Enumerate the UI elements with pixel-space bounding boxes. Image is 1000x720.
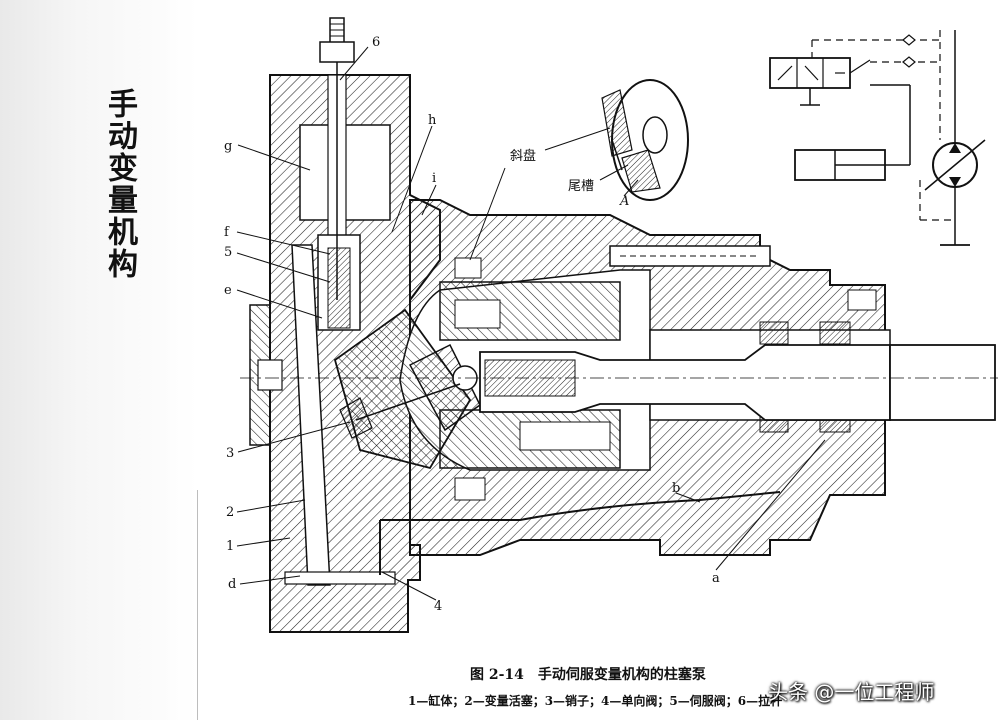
label-check-4: 4	[434, 599, 442, 614]
figure-caption: 图 2-14 手动伺服变量机构的柱塞泵	[470, 667, 706, 683]
label-b: b	[672, 481, 680, 496]
leader-lines	[236, 46, 826, 601]
label-e: e	[224, 283, 232, 298]
label-h: h	[428, 113, 437, 128]
label-i: i	[432, 171, 436, 186]
swash-plate-inset: 斜盘 尾槽 A	[510, 79, 689, 209]
label-cylinder-1: 1	[226, 539, 234, 554]
label-a: a	[712, 571, 720, 586]
label-tail-groove: 尾槽	[568, 179, 594, 194]
label-piston-2: 2	[226, 505, 234, 520]
label-servo-5: 5	[224, 245, 232, 260]
label-d: d	[228, 577, 236, 592]
side-title: 手动变量机构	[102, 88, 137, 280]
swash-plate	[333, 308, 481, 470]
side-divider	[197, 490, 198, 720]
watermark: 头条 @一位工程师	[768, 680, 935, 704]
figure-legend: 1—缸体；2—变量活塞；3—销子；4—单向阀；5—伺服阀；6—拉杆	[408, 694, 783, 708]
label-g: g	[224, 139, 232, 154]
pull-rod	[319, 17, 355, 300]
sidebar-panel	[0, 0, 198, 720]
hydraulic-schematic	[769, 30, 986, 246]
label-A: A	[619, 194, 629, 209]
label-swash: 斜盘	[510, 148, 536, 164]
flow-passage	[379, 491, 781, 575]
label-rod-6: 6	[372, 35, 380, 50]
label-f: f	[224, 225, 230, 240]
label-pin-3: 3	[226, 446, 234, 461]
drive-shaft	[240, 344, 998, 421]
cylinder-block	[439, 257, 621, 501]
